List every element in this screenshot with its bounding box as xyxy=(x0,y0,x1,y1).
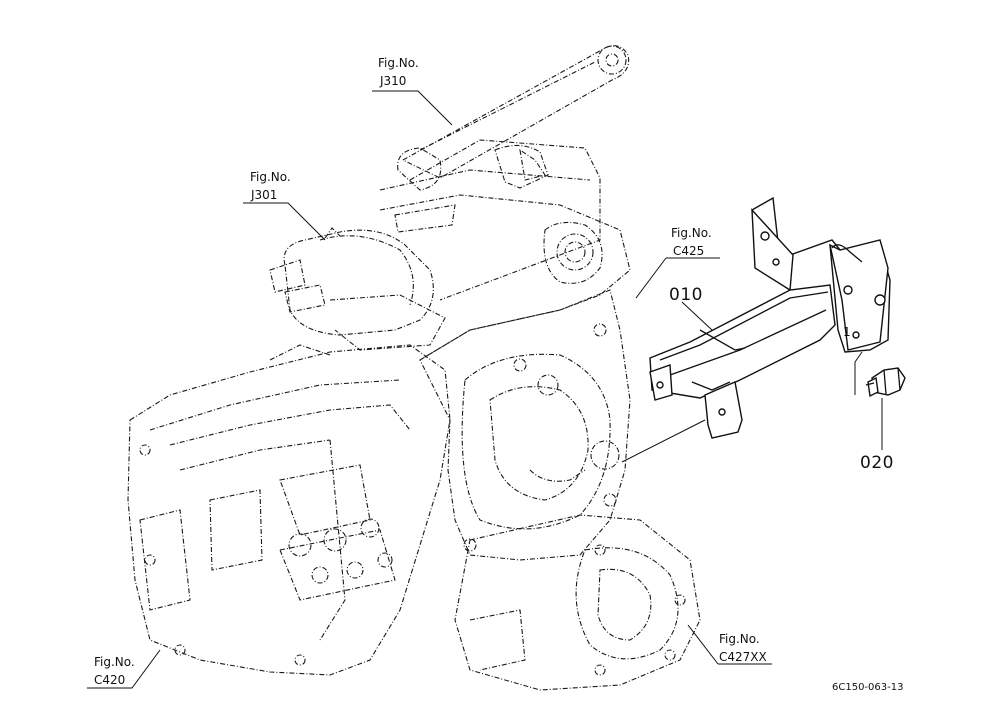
callout-fig-label: Fig.No. xyxy=(719,632,760,646)
transmission-case xyxy=(127,344,451,676)
callout-ref-label: C420 xyxy=(94,673,125,687)
drawing-code: 6C150-063-13 xyxy=(832,682,903,693)
leader-lines xyxy=(87,90,883,689)
callout-c425: Fig.No. C425 xyxy=(671,226,712,258)
callout-c427xx: Fig.No. C427XX xyxy=(719,632,767,664)
lift-arm-assembly xyxy=(379,45,630,301)
bracket-mark: 1 xyxy=(843,325,851,339)
callout-fig-label: Fig.No. xyxy=(94,655,135,669)
callout-j301: Fig.No. J301 xyxy=(250,170,291,202)
callout-ref-label: J301 xyxy=(250,188,277,202)
hydraulic-cylinder-assembly xyxy=(269,194,631,361)
callout-ref-label: C427XX xyxy=(719,650,767,664)
bolt-part-020 xyxy=(865,367,906,398)
callout-fig-label: Fig.No. xyxy=(378,56,419,70)
callout-fig-label: Fig.No. xyxy=(250,170,291,184)
callout-fig-label: Fig.No. xyxy=(671,226,712,240)
part-number-020: 020 xyxy=(860,453,894,473)
pto-housing xyxy=(454,514,701,691)
callout-ref-label: J310 xyxy=(379,74,406,88)
callout-j310: Fig.No. J310 xyxy=(378,56,419,88)
callout-c420: Fig.No. C420 xyxy=(94,655,135,687)
bracket-part-010 xyxy=(649,196,891,439)
part-number-010: 010 xyxy=(669,285,703,305)
rear-housing xyxy=(419,289,631,561)
callout-ref-label: C425 xyxy=(673,244,704,258)
